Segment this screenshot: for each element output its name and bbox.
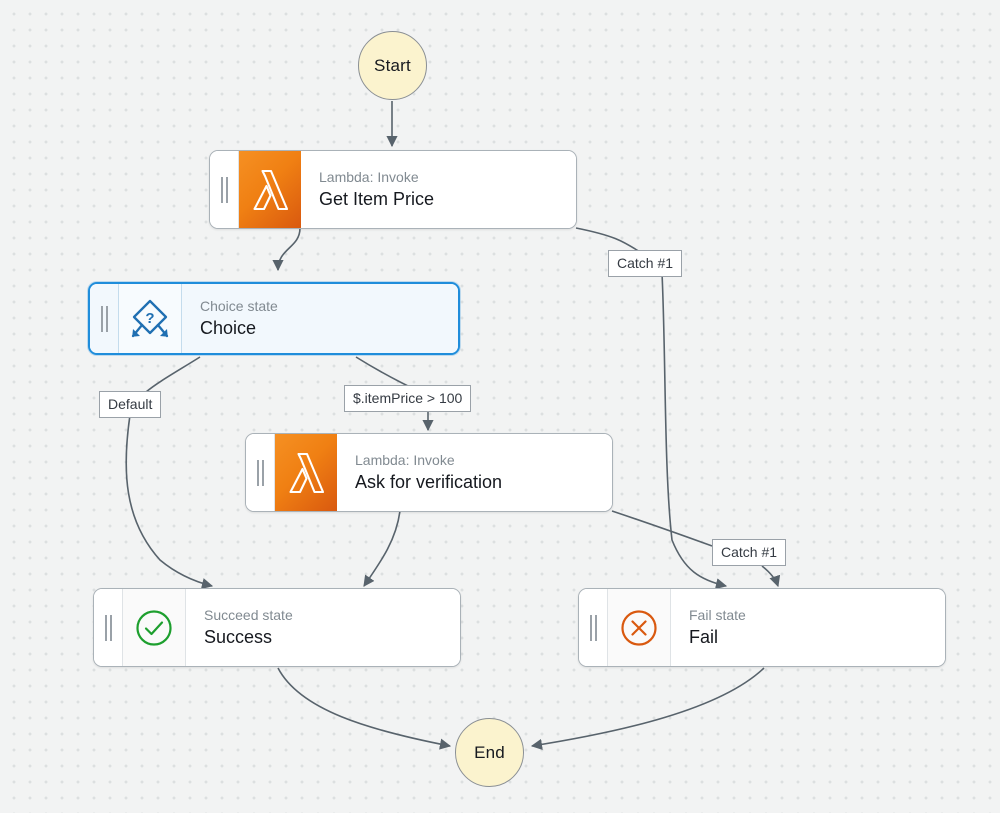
lambda-icon xyxy=(239,151,301,228)
edge-label-text: Catch #1 xyxy=(721,544,778,560)
edge-default-to-success xyxy=(125,414,214,589)
check-circle-icon xyxy=(123,589,186,666)
edge-label-catch-1-top[interactable]: Catch #1 xyxy=(608,250,683,277)
state-node-body: Lambda: Invoke Ask for verification xyxy=(337,434,612,511)
drag-handle-icon xyxy=(589,614,597,641)
state-node-subtitle: Choice state xyxy=(200,298,278,314)
edge-success-to-end xyxy=(277,667,452,750)
state-node-title: Choice xyxy=(200,318,257,338)
state-node-subtitle: Lambda: Invoke xyxy=(355,452,455,468)
drag-handle[interactable] xyxy=(579,589,608,666)
state-node-title: Fail xyxy=(689,627,719,647)
edge-catch1-bottom-to-fail xyxy=(761,565,781,588)
svg-text:?: ? xyxy=(145,310,154,327)
state-node-subtitle: Fail state xyxy=(689,607,746,623)
drag-handle-icon xyxy=(256,459,264,486)
start-node[interactable]: Start xyxy=(358,31,427,100)
lambda-icon xyxy=(275,434,337,511)
edge-label-item-price-condition[interactable]: $.itemPrice > 100 xyxy=(344,385,472,412)
edge-fail-to-end xyxy=(530,667,765,750)
edge-label-text: $.itemPrice > 100 xyxy=(353,390,463,406)
start-node-label: Start xyxy=(374,55,411,75)
state-node-body: Lambda: Invoke Get Item Price xyxy=(301,151,576,228)
state-node-get-item-price[interactable]: Lambda: Invoke Get Item Price xyxy=(209,150,577,229)
edge-choice-to-condition xyxy=(355,356,409,387)
state-node-fail[interactable]: Fail state Fail xyxy=(578,588,946,667)
end-node-label: End xyxy=(474,742,505,762)
drag-handle[interactable] xyxy=(246,434,275,511)
state-node-title: Ask for verification xyxy=(355,472,503,492)
edge-label-text: Default xyxy=(108,396,153,412)
edge-label-default[interactable]: Default xyxy=(99,391,162,418)
drag-handle-icon xyxy=(220,176,228,203)
state-node-success[interactable]: Succeed state Success xyxy=(93,588,461,667)
drag-handle-icon xyxy=(100,305,108,332)
edge-get-item-price-to-choice xyxy=(272,227,301,272)
edge-ask-to-success xyxy=(363,510,401,587)
drag-handle[interactable] xyxy=(94,589,123,666)
state-node-body: Choice state Choice xyxy=(182,284,458,353)
state-node-subtitle: Succeed state xyxy=(204,607,293,623)
state-node-body: Fail state Fail xyxy=(671,589,945,666)
edge-label-text: Catch #1 xyxy=(617,255,674,271)
drag-handle-icon xyxy=(104,614,112,641)
drag-handle[interactable] xyxy=(90,284,119,353)
state-node-body: Succeed state Success xyxy=(186,589,460,666)
edge-ask-to-catch1 xyxy=(611,510,713,547)
end-node[interactable]: End xyxy=(455,718,524,787)
state-node-title: Success xyxy=(204,627,273,647)
x-circle-icon xyxy=(608,589,671,666)
edge-label-catch-1-bottom[interactable]: Catch #1 xyxy=(712,539,787,566)
state-node-choice[interactable]: ? Choice state Choice xyxy=(88,282,460,355)
drag-handle[interactable] xyxy=(210,151,239,228)
edge-get-item-price-to-catch1 xyxy=(575,227,641,253)
state-node-title: Get Item Price xyxy=(319,189,435,209)
state-node-subtitle: Lambda: Invoke xyxy=(319,169,419,185)
edge-choice-to-default xyxy=(145,356,201,393)
choice-diamond-icon: ? xyxy=(119,284,182,353)
state-node-ask-for-verification[interactable]: Lambda: Invoke Ask for verification xyxy=(245,433,613,512)
